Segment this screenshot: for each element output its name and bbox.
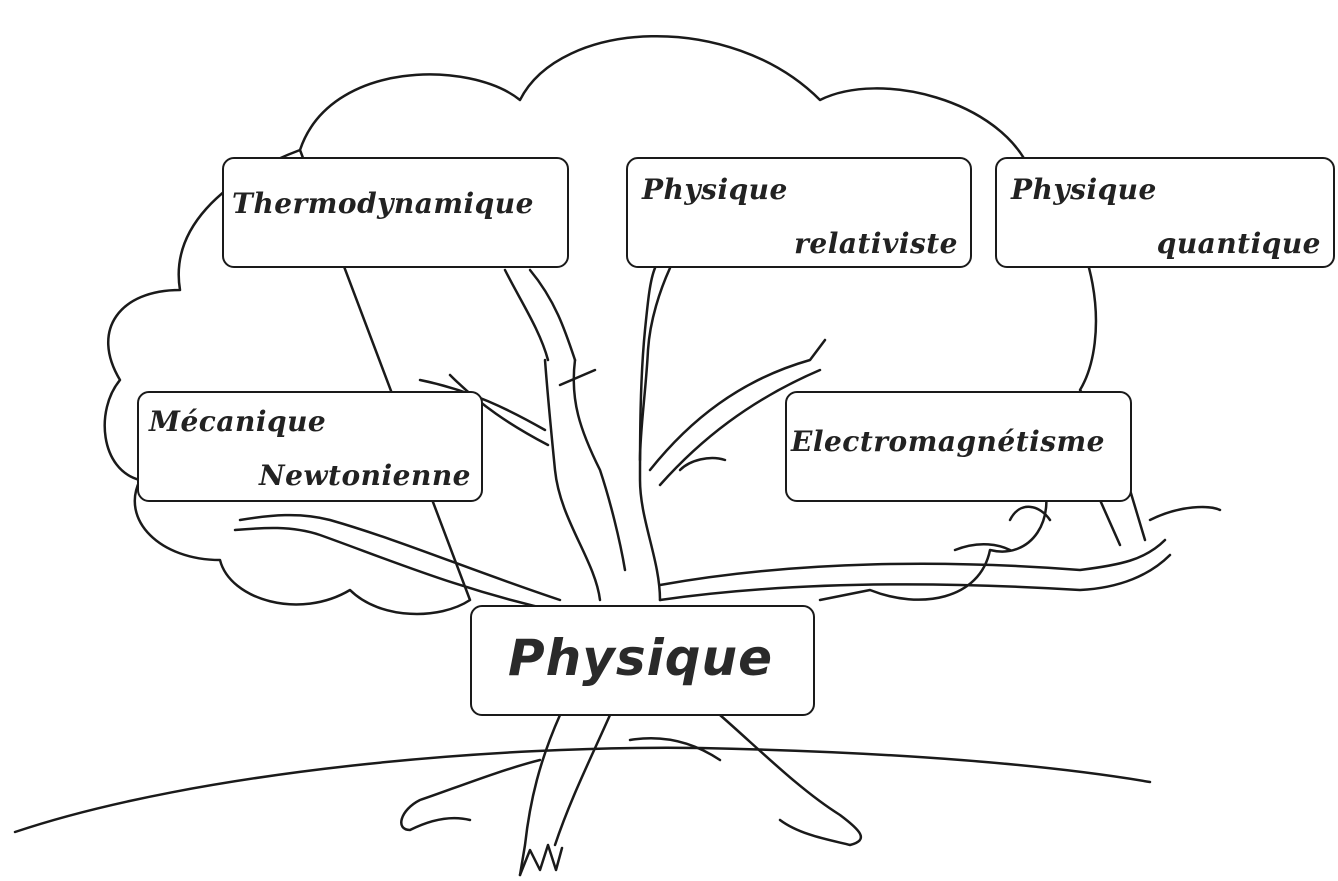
ground-line [15,748,1150,832]
root-base-grass [520,845,562,875]
branch-relat-2 [640,268,670,460]
root-left [401,760,540,830]
node-mecanique-newtonienne: Mécanique Newtonienne [137,391,483,502]
trunk-lower-right [555,715,610,845]
canopy-outline [105,36,1096,614]
branch-thermo-2 [530,270,575,360]
node-physique-relativiste: Physique relativiste [626,157,972,268]
twig-upper [560,370,595,385]
branch-inner-left [574,360,625,570]
node-thermodynamique-label: Thermodynamique [232,187,534,220]
trunk-left-edge [545,360,600,600]
branch-meca-bottom [235,528,560,612]
node-electromagnetisme-label: Electromagnétisme [791,425,1105,458]
root-right [720,715,861,845]
node-electromagnetisme: Electromagnétisme [785,391,1132,502]
node-physique-quantique: Physique quantique [995,157,1335,268]
node-physique-quantique-line2: quantique [1157,227,1321,260]
branch-long-right-top [660,540,1165,585]
branch-long-right-bottom [660,555,1170,600]
node-thermodynamique: Thermodynamique [222,157,569,268]
branch-mid-stub [680,458,725,470]
node-mecanique-newtonienne-line2: Newtonienne [259,459,471,492]
trunk-right-edge [640,268,660,600]
node-physique-root-label: Physique [508,629,773,687]
node-mecanique-newtonienne-line1: Mécanique [149,405,326,438]
trunk-lower-left [520,715,560,875]
node-physique-relativiste-line2: relativiste [794,227,958,260]
node-physique-quantique-line1: Physique [1011,173,1157,206]
node-physique-relativiste-line1: Physique [642,173,788,206]
node-physique-root: Physique [470,605,815,716]
